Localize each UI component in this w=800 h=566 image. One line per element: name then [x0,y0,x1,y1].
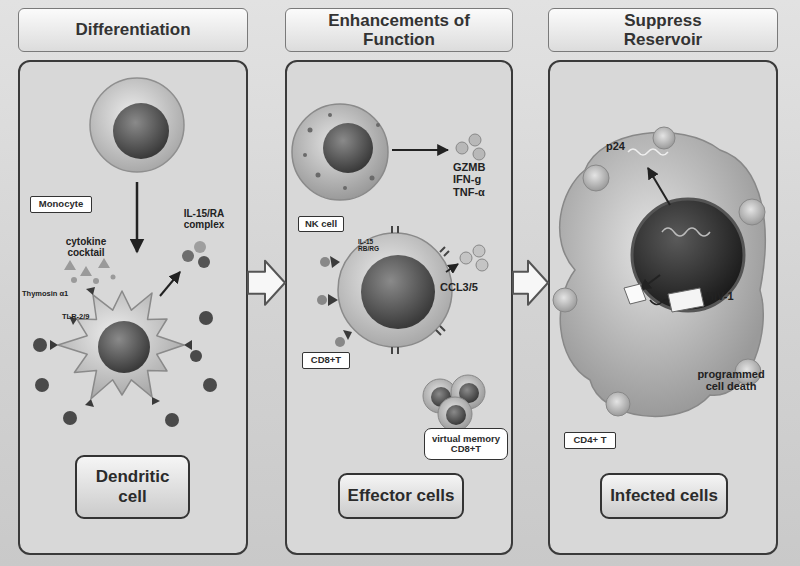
cell-type-box: Infected cells [600,473,728,519]
stage-panel: Enhancements of FunctionNK cellCD8+Tvirt… [285,60,513,555]
stage-panel: Suppress ReservoirCD4+ TInfected cells [548,60,778,555]
cell-label-box: Monocyte [30,196,92,213]
chemokine-label: CCL3/5 [440,281,492,293]
cytokine-list: GZMB IFN-g TNF-α [453,161,497,198]
cytokine-label: cytokine cocktail [54,236,118,258]
thymosin-label: Thymosin α1 [22,290,82,298]
stage-panel: DifferentiationMonocyteDendritic cell [18,60,248,555]
cell-type-box: Effector cells [338,473,464,519]
panel-heading: Differentiation [18,8,248,52]
cell-name: Infected cells [610,486,718,506]
cell-name: Monocyte [39,199,83,209]
cell-label-box: CD4+ T [564,432,616,449]
cell-label-box: virtual memory CD8+T [424,428,508,460]
cell-name: Dendritic cell [91,467,174,506]
cell-type-box: Dendritic cell [75,455,190,519]
cell-name: Effector cells [348,486,455,506]
cell-name: CD4+ T [574,435,607,445]
panel-heading: Suppress Reservoir [548,8,778,52]
receptor-label: TLR-2/9 [62,313,102,321]
cell-name: NK cell [305,219,337,229]
complex-label: IL-15/RA complex [172,208,236,230]
outcome-label: programmed cell death [690,368,772,393]
cell-name: virtual memory CD8+T [425,434,507,455]
cell-label-box: NK cell [298,216,344,232]
panel-heading: Enhancements of Function [285,8,513,52]
virus-label: HIV-1 [706,290,750,302]
receptor-label: IL-15 RB/RG [358,238,388,253]
antigen-label: p24 [606,140,636,152]
flow-arrow [513,261,548,305]
flow-arrow [248,261,285,305]
cell-label-box: CD8+T [302,352,350,369]
cell-name: CD8+T [311,355,341,365]
